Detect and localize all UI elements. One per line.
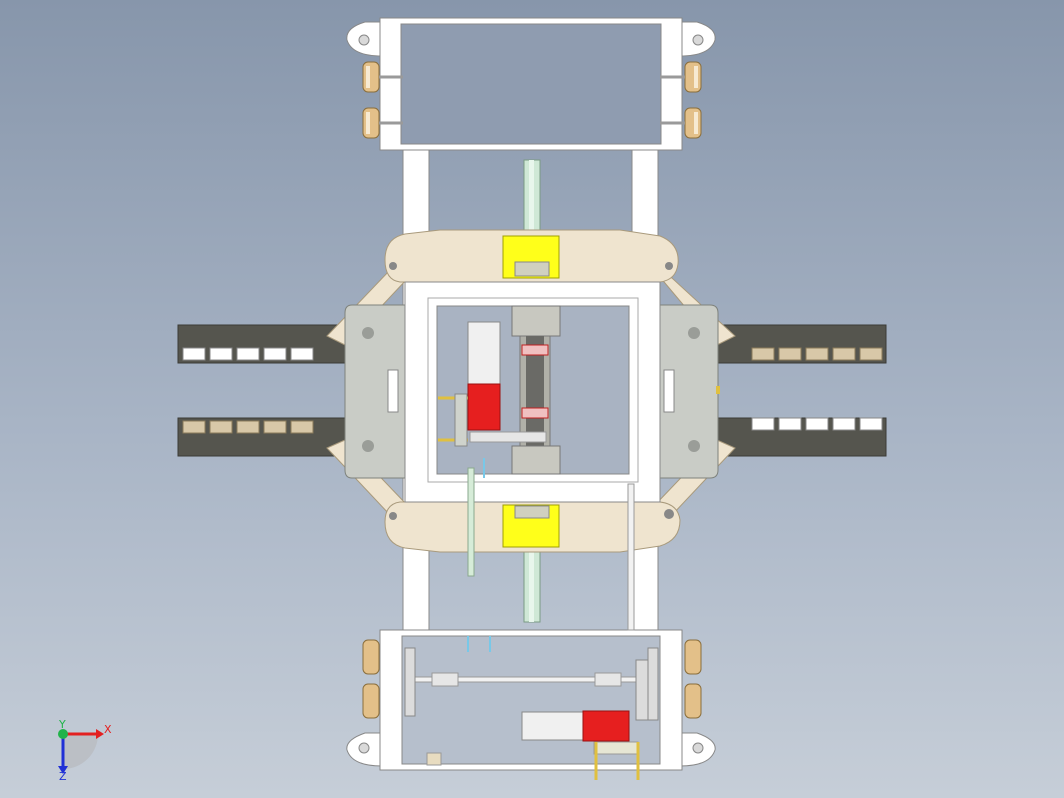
side-rails (177, 324, 887, 457)
y-axis-dot (58, 729, 68, 739)
bottom-drive-motor (521, 710, 640, 780)
x-axis-arrowhead (96, 729, 104, 739)
bottom-wheels (362, 639, 702, 719)
center-motor (438, 321, 547, 447)
bottom-frame-module (346, 629, 716, 780)
side-rail-rollers (182, 347, 883, 431)
lower-cross-plate (384, 501, 681, 553)
side-plates (344, 304, 719, 479)
orientation-triad[interactable]: X Y Z (58, 718, 112, 783)
y-axis-label: Y (58, 718, 66, 731)
z-axis-label: Z (59, 770, 67, 783)
z-axis-arrowhead (58, 766, 68, 774)
x-axis-label: X (104, 723, 112, 736)
center-screw-assembly (511, 305, 561, 475)
top-frame-module (346, 17, 716, 151)
upper-cross-plate (384, 229, 679, 283)
